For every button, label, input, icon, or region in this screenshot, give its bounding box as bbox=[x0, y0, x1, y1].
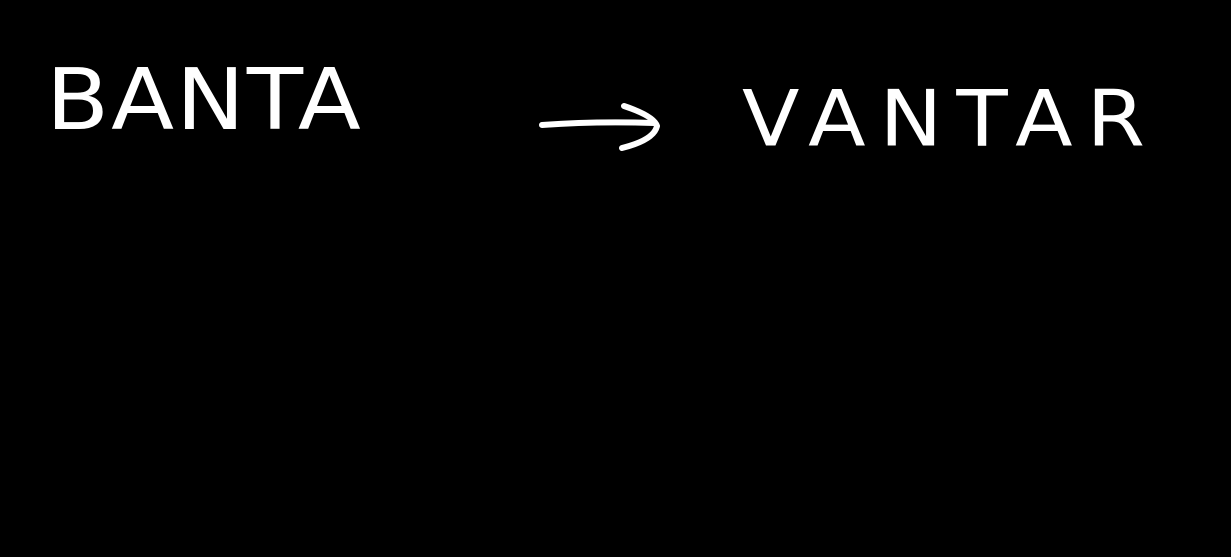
right-arrow-icon bbox=[539, 103, 660, 151]
target-word: VANTAR bbox=[742, 73, 1160, 164]
source-word: BANTA bbox=[46, 50, 363, 150]
